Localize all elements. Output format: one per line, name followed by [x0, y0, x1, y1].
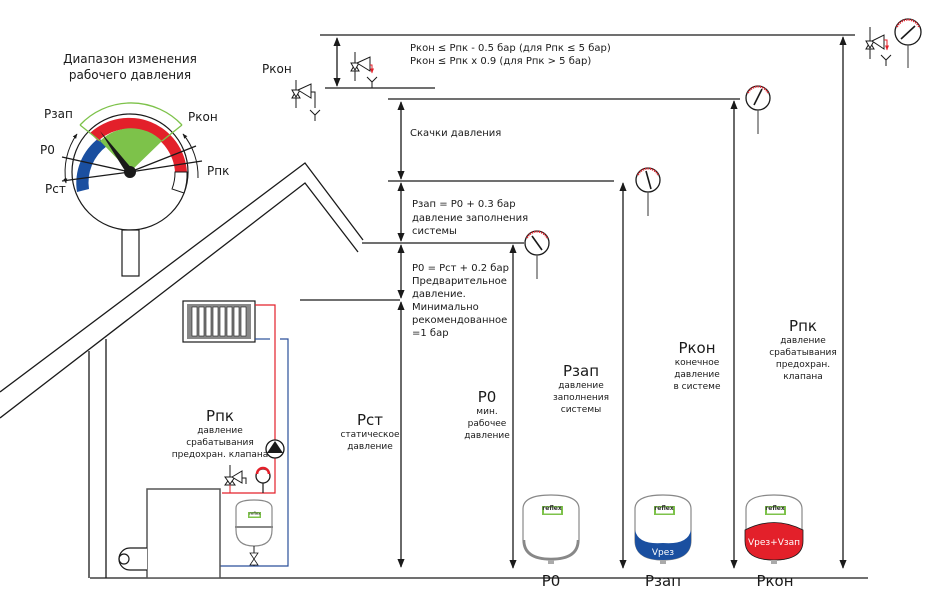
manometer-pzap	[635, 167, 661, 216]
house-expansion-tank	[235, 499, 273, 566]
tank-pkon	[744, 494, 804, 564]
tank-pzap	[634, 494, 692, 564]
pkon-rule-1: Pкон ≤ Pпк - 0.5 бар (для Pпк ≤ 5 бар)	[410, 43, 611, 54]
gauge-title-line1: Диапазон изменения	[63, 52, 197, 66]
gauge-label-pzap: Pзап	[44, 107, 73, 121]
tank-state-pkon: Pкон	[756, 572, 794, 590]
pressure-surges-label: Скачки давления	[410, 128, 502, 139]
col-ppk-desc-4: клапана	[783, 372, 823, 382]
pzap-desc-2: системы	[412, 226, 457, 237]
gauge-label-p0: P0	[40, 143, 55, 157]
tank-p0	[522, 494, 580, 564]
gauge-green-arc	[79, 102, 183, 126]
p0-desc-3: Минимально	[412, 302, 479, 313]
pkon-rule-2: Pкон ≤ Pпк x 0.9 (для Pпк > 5 бар)	[410, 56, 592, 67]
safety-valve-icon-left	[291, 80, 321, 121]
p0-desc-5: =1 бар	[412, 328, 449, 339]
gauge-label-ppk: Pпк	[207, 164, 230, 178]
p0-formula: P0 = Pст + 0.2 бар	[412, 263, 509, 274]
house-ppk-desc-3: предохран. клапана	[171, 450, 269, 460]
col-pst-desc-1: статическое	[340, 430, 400, 440]
gauge-title-line2: рабочего давления	[68, 68, 192, 82]
gauge-label-pst: Pст	[45, 182, 66, 196]
tank-pzap-fill-label: Vрез	[651, 548, 675, 558]
gauge-needle	[100, 131, 133, 174]
gauge-white-zone	[171, 171, 188, 194]
col-pzap-desc-1: давление	[558, 381, 604, 391]
col-pkon-title: Pкон	[678, 339, 716, 357]
col-pkon-desc-1: конечное	[674, 358, 720, 368]
tank-state-p0: P0	[541, 572, 561, 590]
top-valve-label: Pкон	[262, 62, 292, 76]
pressure-arrows	[333, 36, 847, 569]
p0-desc-1: Предварительное	[412, 276, 507, 287]
pump-icon	[265, 439, 285, 459]
house-ppk-desc-2: срабатывания	[186, 438, 254, 448]
gauge-red-zone	[90, 117, 187, 172]
col-p0-desc-2: рабочее	[467, 419, 507, 429]
col-pzap-title: Pзап	[562, 362, 600, 380]
house-safety-valve-icon	[224, 465, 247, 493]
house-outline	[0, 162, 364, 578]
tank-p0-brand: reflex	[542, 505, 562, 512]
pzap-desc-1: давление заполнения	[412, 213, 529, 224]
manometer-pkon	[745, 85, 771, 134]
house-manometer-icon	[255, 466, 271, 493]
safety-valve-icon-top	[350, 52, 378, 88]
house-tank-brand: reflex	[249, 511, 261, 516]
col-ppk-title: Pпк	[789, 317, 817, 335]
pzap-formula: Pзап = P0 + 0.3 бар	[412, 199, 516, 210]
col-pst-desc-2: давление	[347, 442, 393, 452]
p0-desc-2: давление.	[412, 289, 466, 300]
tank-pkon-fill-label: Vрез+Vзап	[747, 538, 801, 548]
manometer-ppk	[894, 18, 922, 68]
col-ppk-desc-3: предохран.	[775, 360, 831, 370]
gauge-label-pkon: Pкон	[188, 110, 218, 124]
col-pkon-desc-3: в системе	[673, 382, 721, 392]
col-pzap-desc-3: системы	[560, 405, 602, 415]
safety-valve-icon-right	[865, 27, 892, 66]
col-pst-title: Pст	[356, 411, 384, 429]
gauge-green-sector	[100, 128, 162, 172]
house-ppk-title: Pпк	[206, 407, 234, 425]
col-p0-title: P0	[477, 388, 497, 406]
house-ppk-desc-1: давление	[197, 426, 243, 436]
col-pkon-desc-2: давление	[674, 370, 720, 380]
col-ppk-desc-1: давление	[780, 336, 826, 346]
range-gauge	[61, 102, 203, 277]
p0-desc-4: рекомендованное	[412, 315, 508, 326]
gauge-hub	[124, 166, 136, 178]
manometer-p0	[524, 230, 550, 279]
col-p0-desc-3: давление	[464, 431, 510, 441]
col-ppk-desc-2: срабатывания	[769, 348, 837, 358]
burner-icon	[118, 547, 147, 571]
gauge-stem	[121, 229, 140, 277]
col-p0-desc-1: мин.	[476, 407, 498, 417]
tank-pzap-brand: reflex	[654, 505, 674, 512]
radiator	[182, 300, 256, 343]
tank-state-pzap: Pзап	[644, 572, 682, 590]
col-pzap-desc-2: заполнения	[552, 393, 610, 403]
tank-pkon-brand: reflex	[765, 505, 785, 512]
boiler	[118, 488, 221, 579]
